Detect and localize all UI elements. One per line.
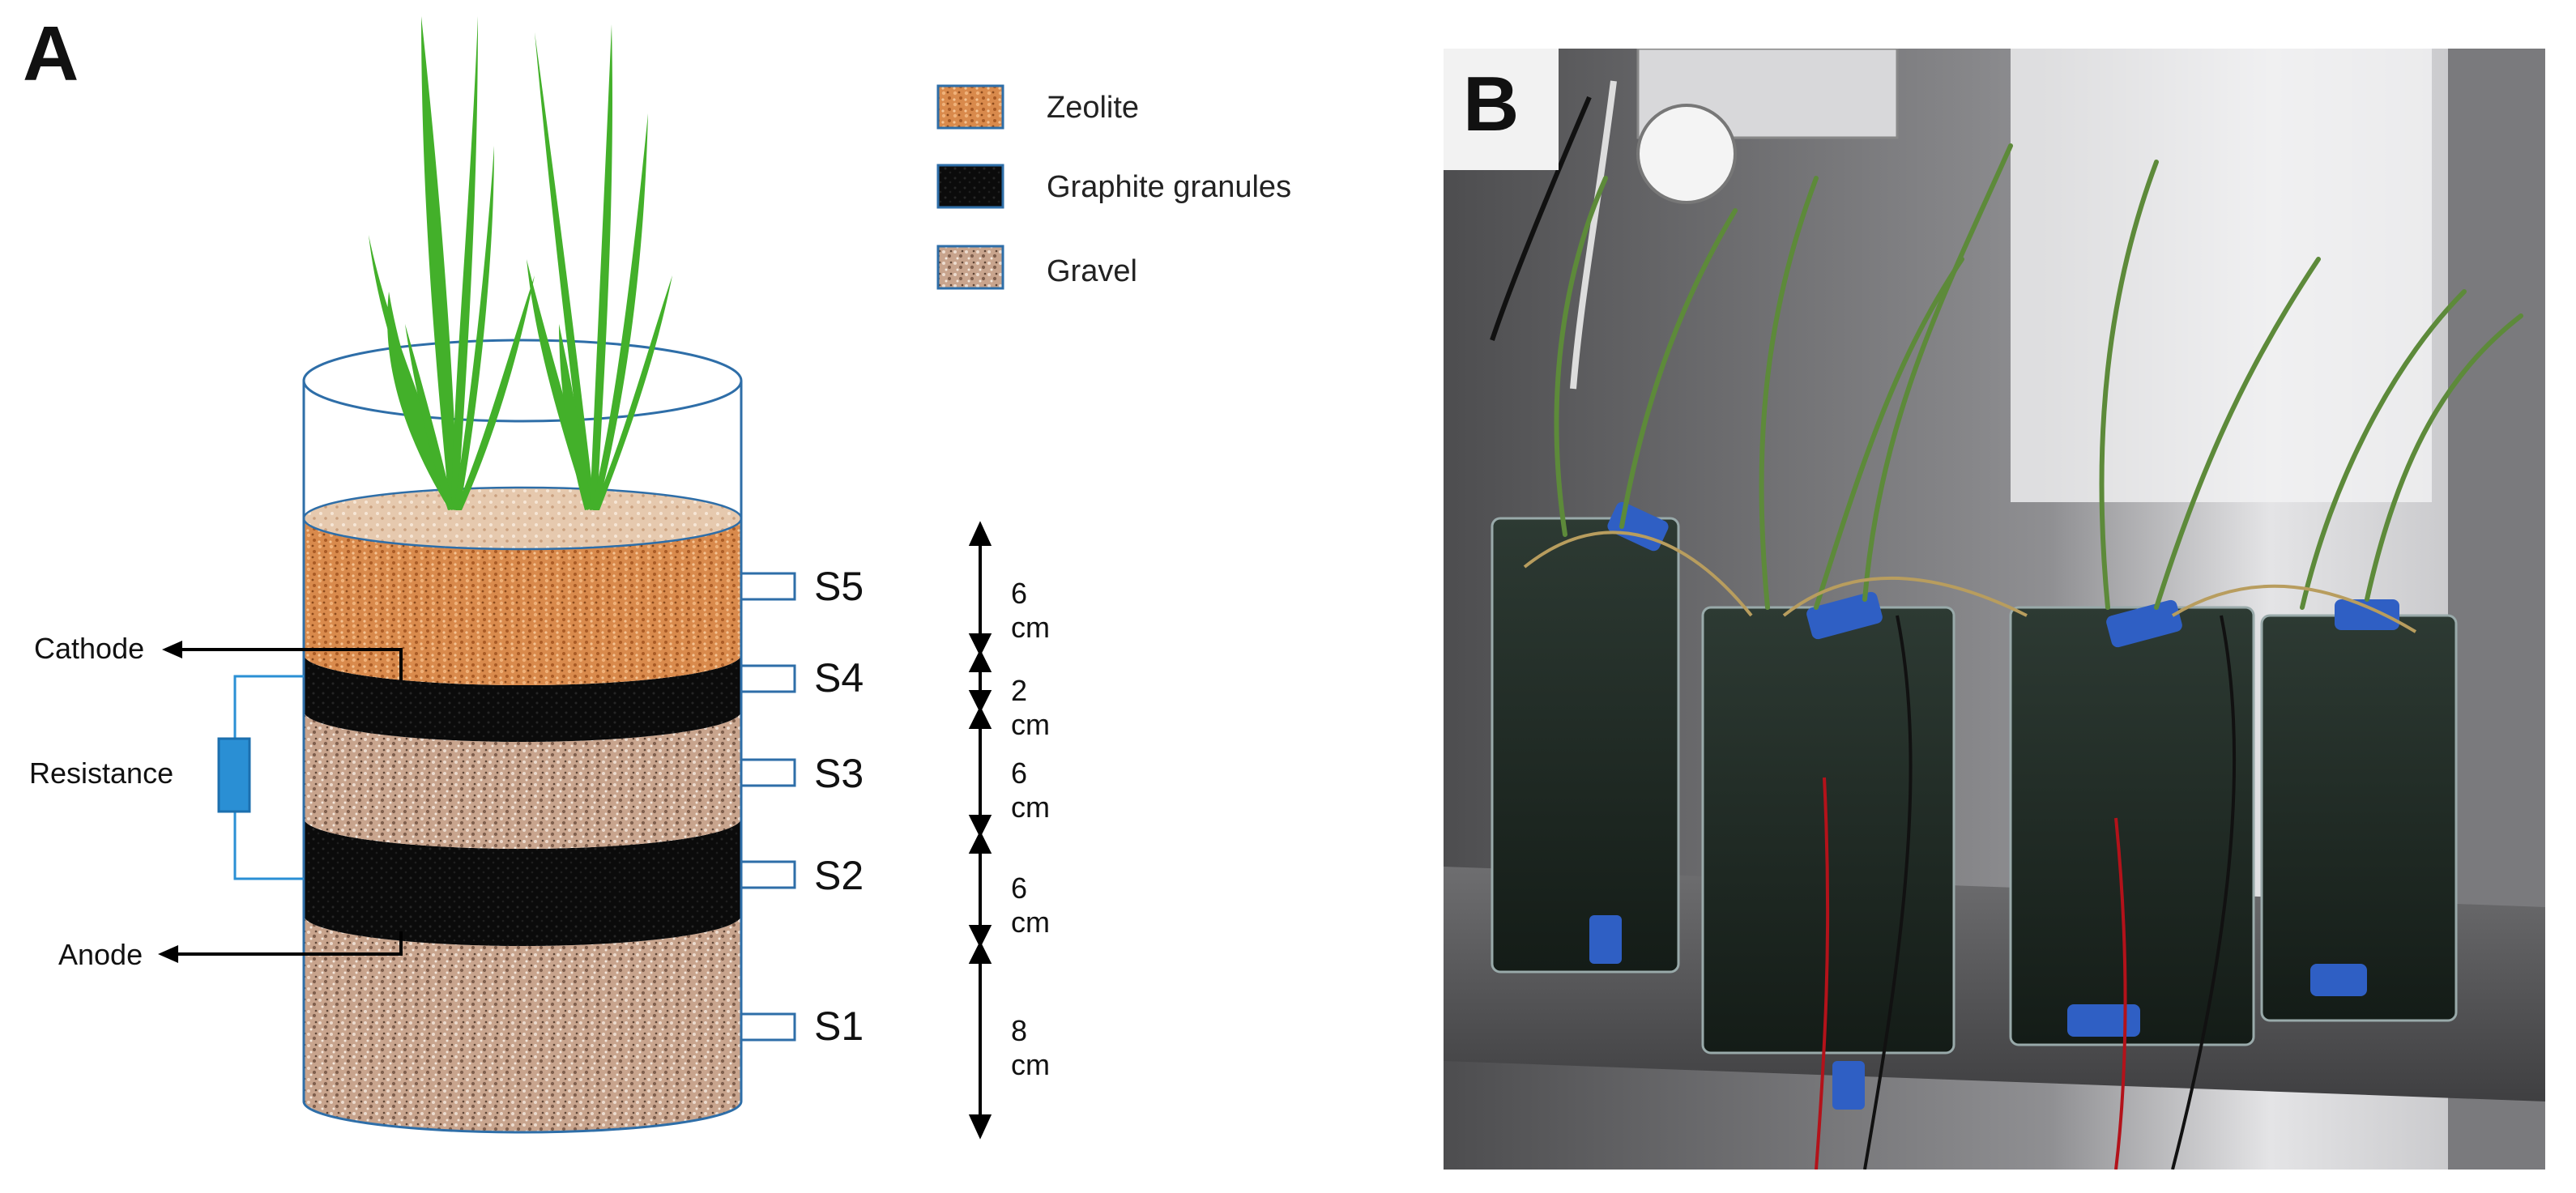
reactor-photo [1444, 49, 2545, 1170]
sampling-ports [740, 572, 796, 1042]
timer-box [1636, 49, 1899, 139]
dimension-unit: cm [1011, 611, 1050, 644]
anode-wire [162, 931, 403, 956]
dimension-value: 6 [1011, 756, 1028, 790]
cathode-label: Cathode [34, 632, 145, 665]
dimension-label-zeolite: 6 cm [1011, 577, 1050, 645]
layer-zeolite [304, 518, 741, 685]
legend-swatch-zeolite [936, 84, 1004, 130]
port-s1 [740, 1012, 796, 1042]
legend-label-zeolite: Zeolite [1047, 91, 1140, 125]
port-label-s3: S3 [814, 751, 864, 796]
panel-b-label: B [1463, 61, 1520, 147]
plant-right [527, 24, 672, 510]
reactor-tank-1 [1491, 517, 1680, 974]
anode-label: Anode [58, 938, 143, 971]
dimension-arrows [968, 521, 992, 1140]
dimension-label-anode: 6 cm [1011, 871, 1050, 939]
port-label-s2: S2 [814, 853, 864, 898]
valves [1589, 501, 2399, 1110]
layer-gravel-middle [304, 711, 741, 849]
dimension-label-cathode: 2 cm [1011, 674, 1050, 742]
port-label-s1: S1 [814, 1003, 864, 1049]
dimension-label-middle-gravel: 6 cm [1011, 756, 1050, 824]
column-layers [302, 486, 743, 1132]
dimension-label-bottom-gravel: 8 cm [1011, 1014, 1050, 1082]
layer-graphite-cathode [304, 654, 741, 742]
legend-label-gravel: Gravel [1047, 254, 1137, 288]
cathode-wire [166, 648, 403, 680]
resistance-label: Resistance [29, 756, 174, 790]
legend-swatch-gravel [936, 245, 1004, 290]
dimension-unit: cm [1011, 790, 1050, 824]
resistor-symbol [217, 737, 251, 813]
dimension-value: 6 [1011, 577, 1028, 610]
layer-gravel-bottom [304, 915, 741, 1132]
dimension-unit: cm [1011, 1048, 1050, 1081]
legend-label-graphite: Graphite granules [1047, 170, 1292, 204]
legend-swatch-graphite [936, 164, 1004, 209]
port-s2 [740, 860, 796, 889]
port-label-s4: S4 [814, 655, 864, 701]
dimension-unit: cm [1011, 708, 1050, 741]
plant-left [369, 16, 535, 510]
layer-top-surface [304, 488, 741, 549]
dimension-unit: cm [1011, 905, 1050, 939]
timer-dial [1636, 104, 1737, 204]
dimension-value: 2 [1011, 674, 1028, 707]
reactor-tank-4 [2260, 614, 2458, 1022]
layer-graphite-anode [304, 818, 741, 946]
cathode-arrowhead [162, 641, 182, 658]
resistance-circuit [233, 675, 304, 880]
port-s5 [740, 572, 796, 601]
dimension-value: 8 [1011, 1014, 1028, 1047]
reactor-tank-2 [1701, 606, 1955, 1055]
wires [1815, 777, 2127, 1170]
anode-arrowhead [158, 945, 178, 963]
port-label-s5: S5 [814, 564, 864, 609]
dimension-value: 6 [1011, 871, 1028, 905]
port-s3 [740, 758, 796, 787]
panel-a-label: A [23, 11, 79, 97]
reactor-tank-3 [2009, 606, 2255, 1046]
panel-b-label-box: B [1444, 49, 1559, 170]
plants [1554, 143, 2523, 610]
port-s4 [740, 664, 796, 693]
electrode-circuit [158, 641, 403, 963]
